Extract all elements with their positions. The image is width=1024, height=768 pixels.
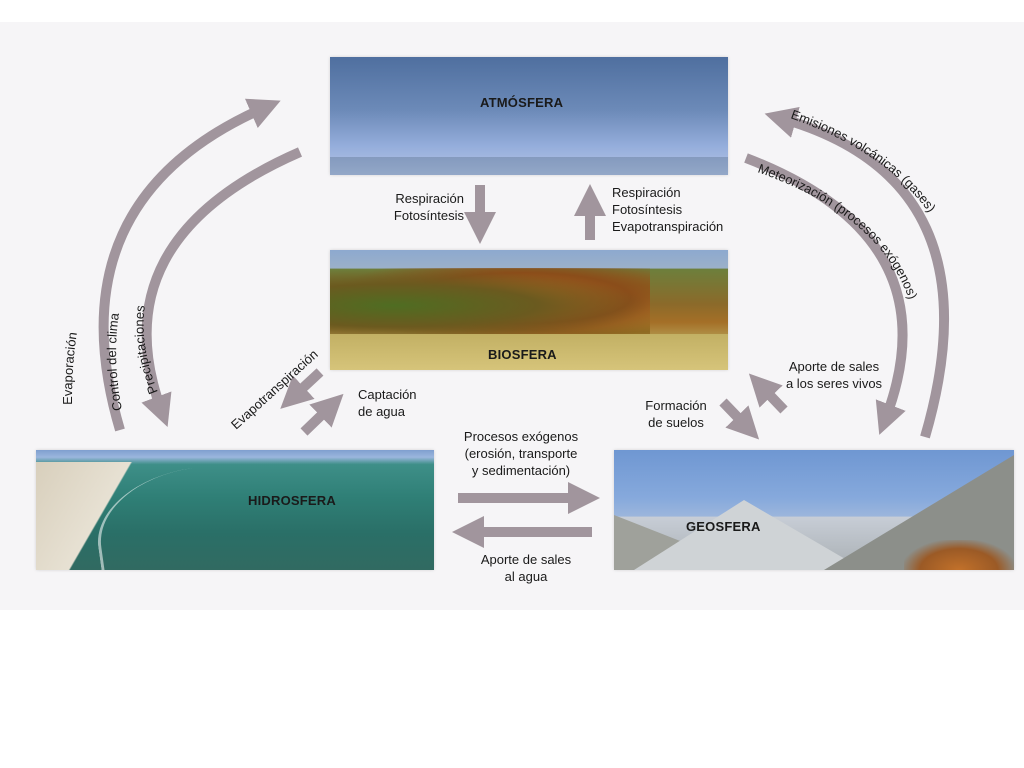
water-uptake-label: Captación de agua: [358, 386, 417, 420]
precipitation-arrow: [141, 147, 302, 427]
exogenous-processes-line: Procesos exógenos: [463, 429, 579, 444]
biosphere-image: BIOSFERA: [330, 250, 728, 370]
precipitation-label: Precipitaciones: [132, 304, 161, 396]
evaporation-label: Evaporación: [60, 331, 80, 405]
salts-to-living-label: Aporte de sales a los seres vivos: [764, 358, 904, 392]
volcanic-emissions-arrow: [764, 106, 949, 439]
atm-to-bio-line: Fotosíntesis: [393, 208, 464, 223]
meadow: [330, 334, 728, 370]
water-uptake-arrow: [300, 393, 344, 436]
salts-to-living-arrow: [748, 373, 788, 414]
hydrosphere-image: HIDROSFERA: [36, 450, 434, 570]
geosphere-label: GEOSFERA: [686, 519, 761, 534]
weathering-arrow: [744, 153, 908, 435]
evaporation-arrow: [98, 98, 281, 432]
atm-to-bio-label: Respiración Fotosíntesis: [366, 190, 464, 224]
salts-to-water-label: Aporte de sales al agua: [466, 551, 586, 585]
geosphere-image: GEOSFERA: [614, 450, 1014, 570]
exogenous-processes-label: Procesos exógenos (erosión, transporte y…: [446, 428, 596, 479]
forest-trees: [330, 268, 650, 343]
salts-to-water-line: Aporte de sales: [480, 552, 572, 567]
atmosphere-image: ATMÓSFERA: [330, 57, 728, 175]
salts-to-living-line: Aporte de sales: [788, 359, 880, 374]
salts-to-water-line: al agua: [504, 569, 548, 584]
atmosphere-horizon: [330, 157, 728, 175]
soil-formation-arrow: [719, 398, 760, 440]
soil-formation-label: Formación de suelos: [626, 397, 726, 431]
salts-to-living-line: a los seres vivos: [785, 376, 883, 391]
soil-formation-line: de suelos: [648, 415, 704, 430]
soil-formation-line: Formación: [645, 398, 707, 413]
evapotranspiration-arrow: [280, 368, 324, 409]
atm-to-bio-line: Respiración: [395, 191, 464, 206]
bio-to-atm-line: Respiración: [612, 185, 681, 200]
atmosphere-label: ATMÓSFERA: [480, 95, 564, 110]
biosphere-label: BIOSFERA: [488, 347, 557, 362]
water-uptake-line: de agua: [358, 404, 405, 419]
autumn-trees: [904, 540, 1014, 570]
water-uptake-line: Captación: [358, 387, 417, 402]
bio-to-atm-label: Respiración Fotosíntesis Evapotranspirac…: [612, 184, 723, 235]
bio-to-atm-line: Evapotranspiración: [612, 219, 724, 234]
beach-sand: [36, 462, 146, 570]
bio-to-atm-line: Fotosíntesis: [612, 202, 683, 217]
exogenous-processes-line: (erosión, transporte: [464, 446, 578, 461]
exogenous-processes-line: y sedimentación): [471, 463, 571, 478]
hydrosphere-label: HIDROSFERA: [248, 493, 336, 508]
